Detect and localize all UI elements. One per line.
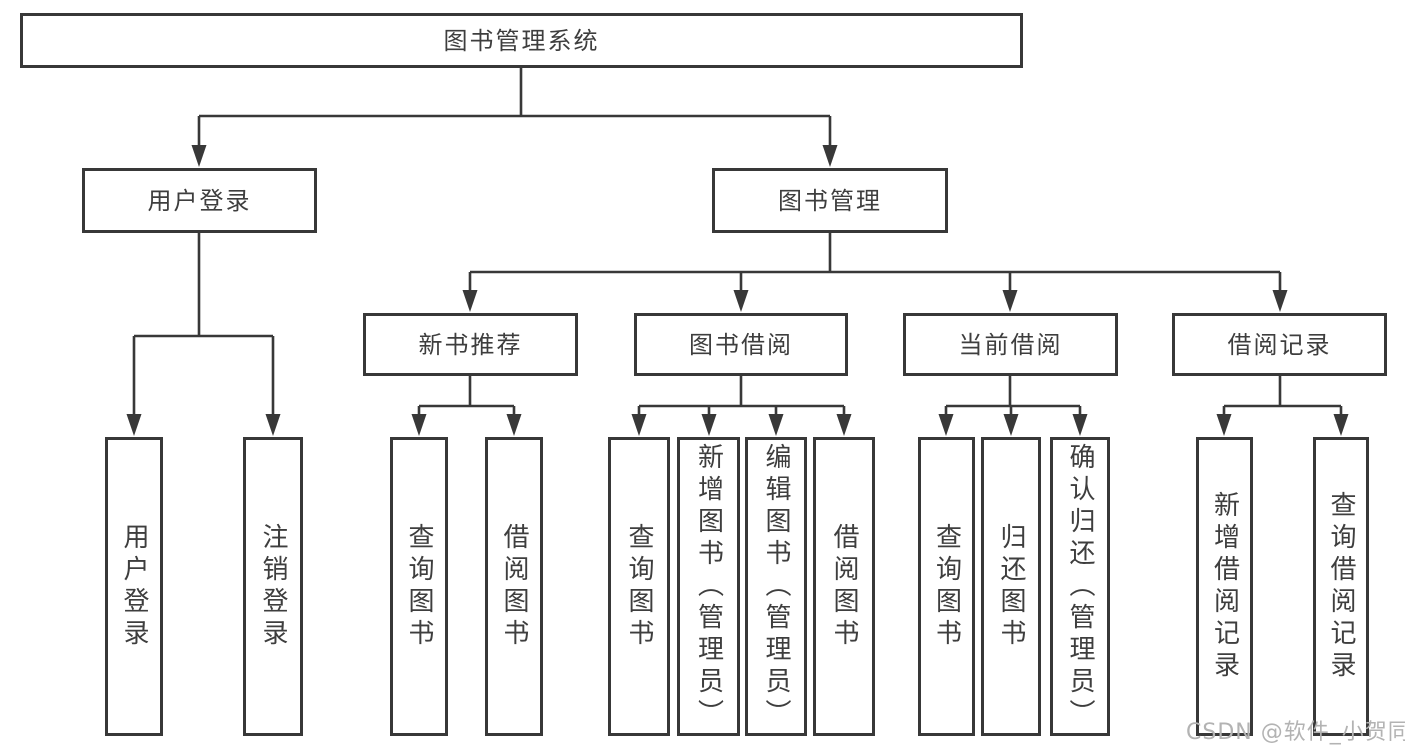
leaf-borrow-books: 借阅图书	[813, 437, 875, 736]
node-label: 借阅图书	[829, 522, 859, 651]
node-label: 确认归还（管理员）	[1065, 442, 1095, 731]
leaf-add-books-admin: 新增图书（管理员）	[677, 437, 740, 736]
node-new-book-recommend: 新书推荐	[363, 313, 578, 376]
node-label: 注销登录	[258, 522, 288, 651]
leaf-query-books: 查询图书	[918, 437, 975, 736]
node-label: 编辑图书（管理员）	[761, 442, 791, 731]
node-library-management-system: 图书管理系统	[20, 13, 1023, 68]
leaf-query-borrow-record: 查询借阅记录	[1313, 437, 1369, 736]
node-label: 用户登录	[147, 186, 252, 215]
node-label: 用户登录	[119, 522, 149, 651]
node-label: 借阅图书	[499, 522, 529, 651]
node-label: 查询图书	[931, 522, 962, 651]
node-user-login: 用户登录	[82, 168, 317, 233]
node-borrow-record: 借阅记录	[1172, 313, 1387, 376]
leaf-edit-books-admin: 编辑图书（管理员）	[745, 437, 807, 736]
node-label: 图书管理	[778, 186, 882, 215]
leaf-query-books: 查询图书	[608, 437, 670, 736]
node-label: 查询图书	[624, 522, 654, 651]
node-book-borrow: 图书借阅	[634, 313, 848, 376]
node-current-borrow: 当前借阅	[903, 313, 1118, 376]
node-label: 借阅记录	[1227, 330, 1332, 359]
leaf-confirm-return-admin: 确认归还（管理员）	[1050, 437, 1110, 736]
leaf-add-borrow-record: 新增借阅记录	[1196, 437, 1253, 736]
node-book-management: 图书管理	[712, 168, 948, 233]
arrowhead-icons	[126, 145, 1349, 436]
node-label: 查询借阅记录	[1326, 490, 1356, 683]
leaf-user-login: 用户登录	[105, 437, 163, 736]
watermark: CSDN @软件_小贺同学	[1186, 720, 1405, 745]
connector-paths	[132, 68, 1343, 414]
node-label: 新增借阅记录	[1209, 490, 1240, 683]
leaf-return-books: 归还图书	[981, 437, 1041, 736]
leaf-logout: 注销登录	[243, 437, 303, 736]
node-label: 当前借阅	[958, 330, 1063, 359]
leaf-query-books: 查询图书	[390, 437, 448, 736]
node-label: 新书推荐	[418, 330, 523, 359]
node-label: 图书管理系统	[443, 26, 600, 55]
node-label: 新增图书（管理员）	[693, 442, 724, 731]
node-label: 图书借阅	[689, 330, 793, 359]
node-label: 查询图书	[404, 522, 434, 651]
node-label: 归还图书	[996, 522, 1026, 651]
leaf-borrow-books: 借阅图书	[485, 437, 543, 736]
